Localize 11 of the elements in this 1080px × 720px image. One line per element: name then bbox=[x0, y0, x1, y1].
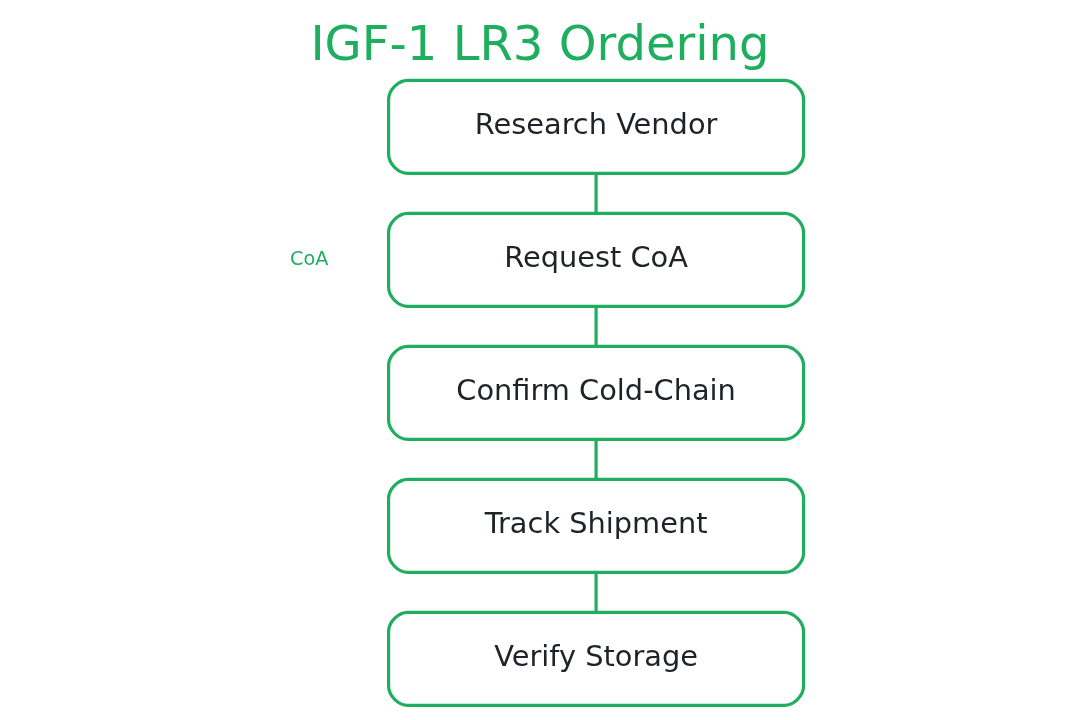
node-box: Research Vendor bbox=[386, 78, 806, 175]
connector bbox=[594, 306, 598, 347]
connector bbox=[594, 572, 598, 613]
node-box: Confirm Cold-Chain bbox=[386, 344, 806, 441]
connector bbox=[594, 439, 598, 480]
connector bbox=[594, 173, 598, 214]
label: CoA bbox=[290, 246, 329, 270]
node-box: Verify Storage bbox=[386, 610, 806, 707]
node-box: Track Shipment bbox=[386, 477, 806, 574]
diagram-title: IGF-1 LR3 Ordering bbox=[310, 14, 770, 71]
node-box: Request CoA bbox=[386, 211, 806, 308]
